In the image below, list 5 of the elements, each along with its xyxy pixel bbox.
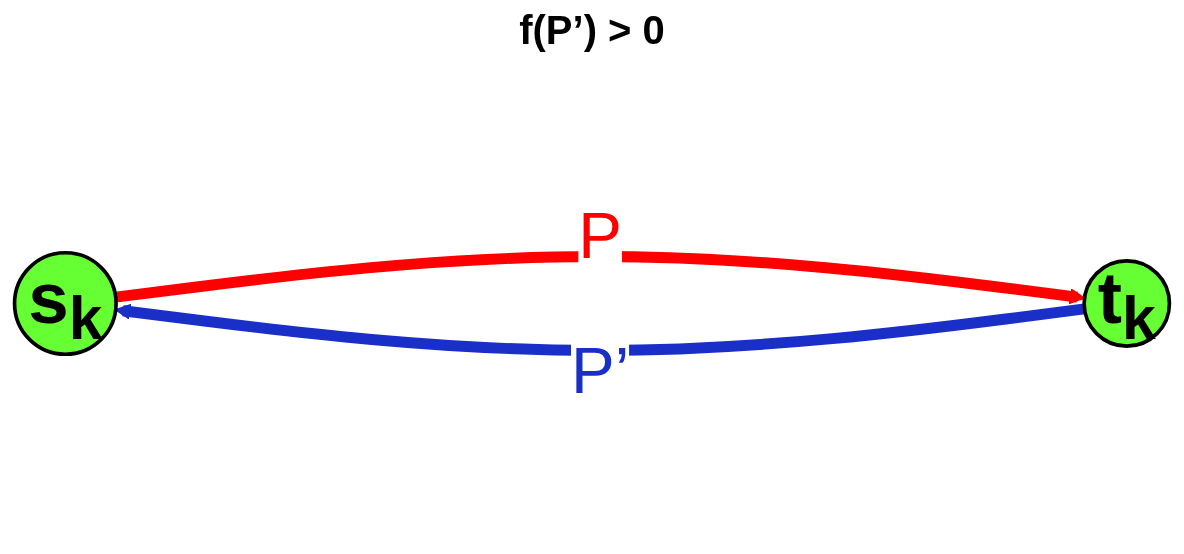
node-circle: t$_{k}$	[1082, 259, 1172, 348]
edge-label: P’	[570, 332, 630, 408]
node-circle: s$_{k}$	[12, 250, 118, 357]
edge-label: P	[578, 197, 622, 273]
condition-label: f(P’) > 0	[519, 8, 665, 53]
